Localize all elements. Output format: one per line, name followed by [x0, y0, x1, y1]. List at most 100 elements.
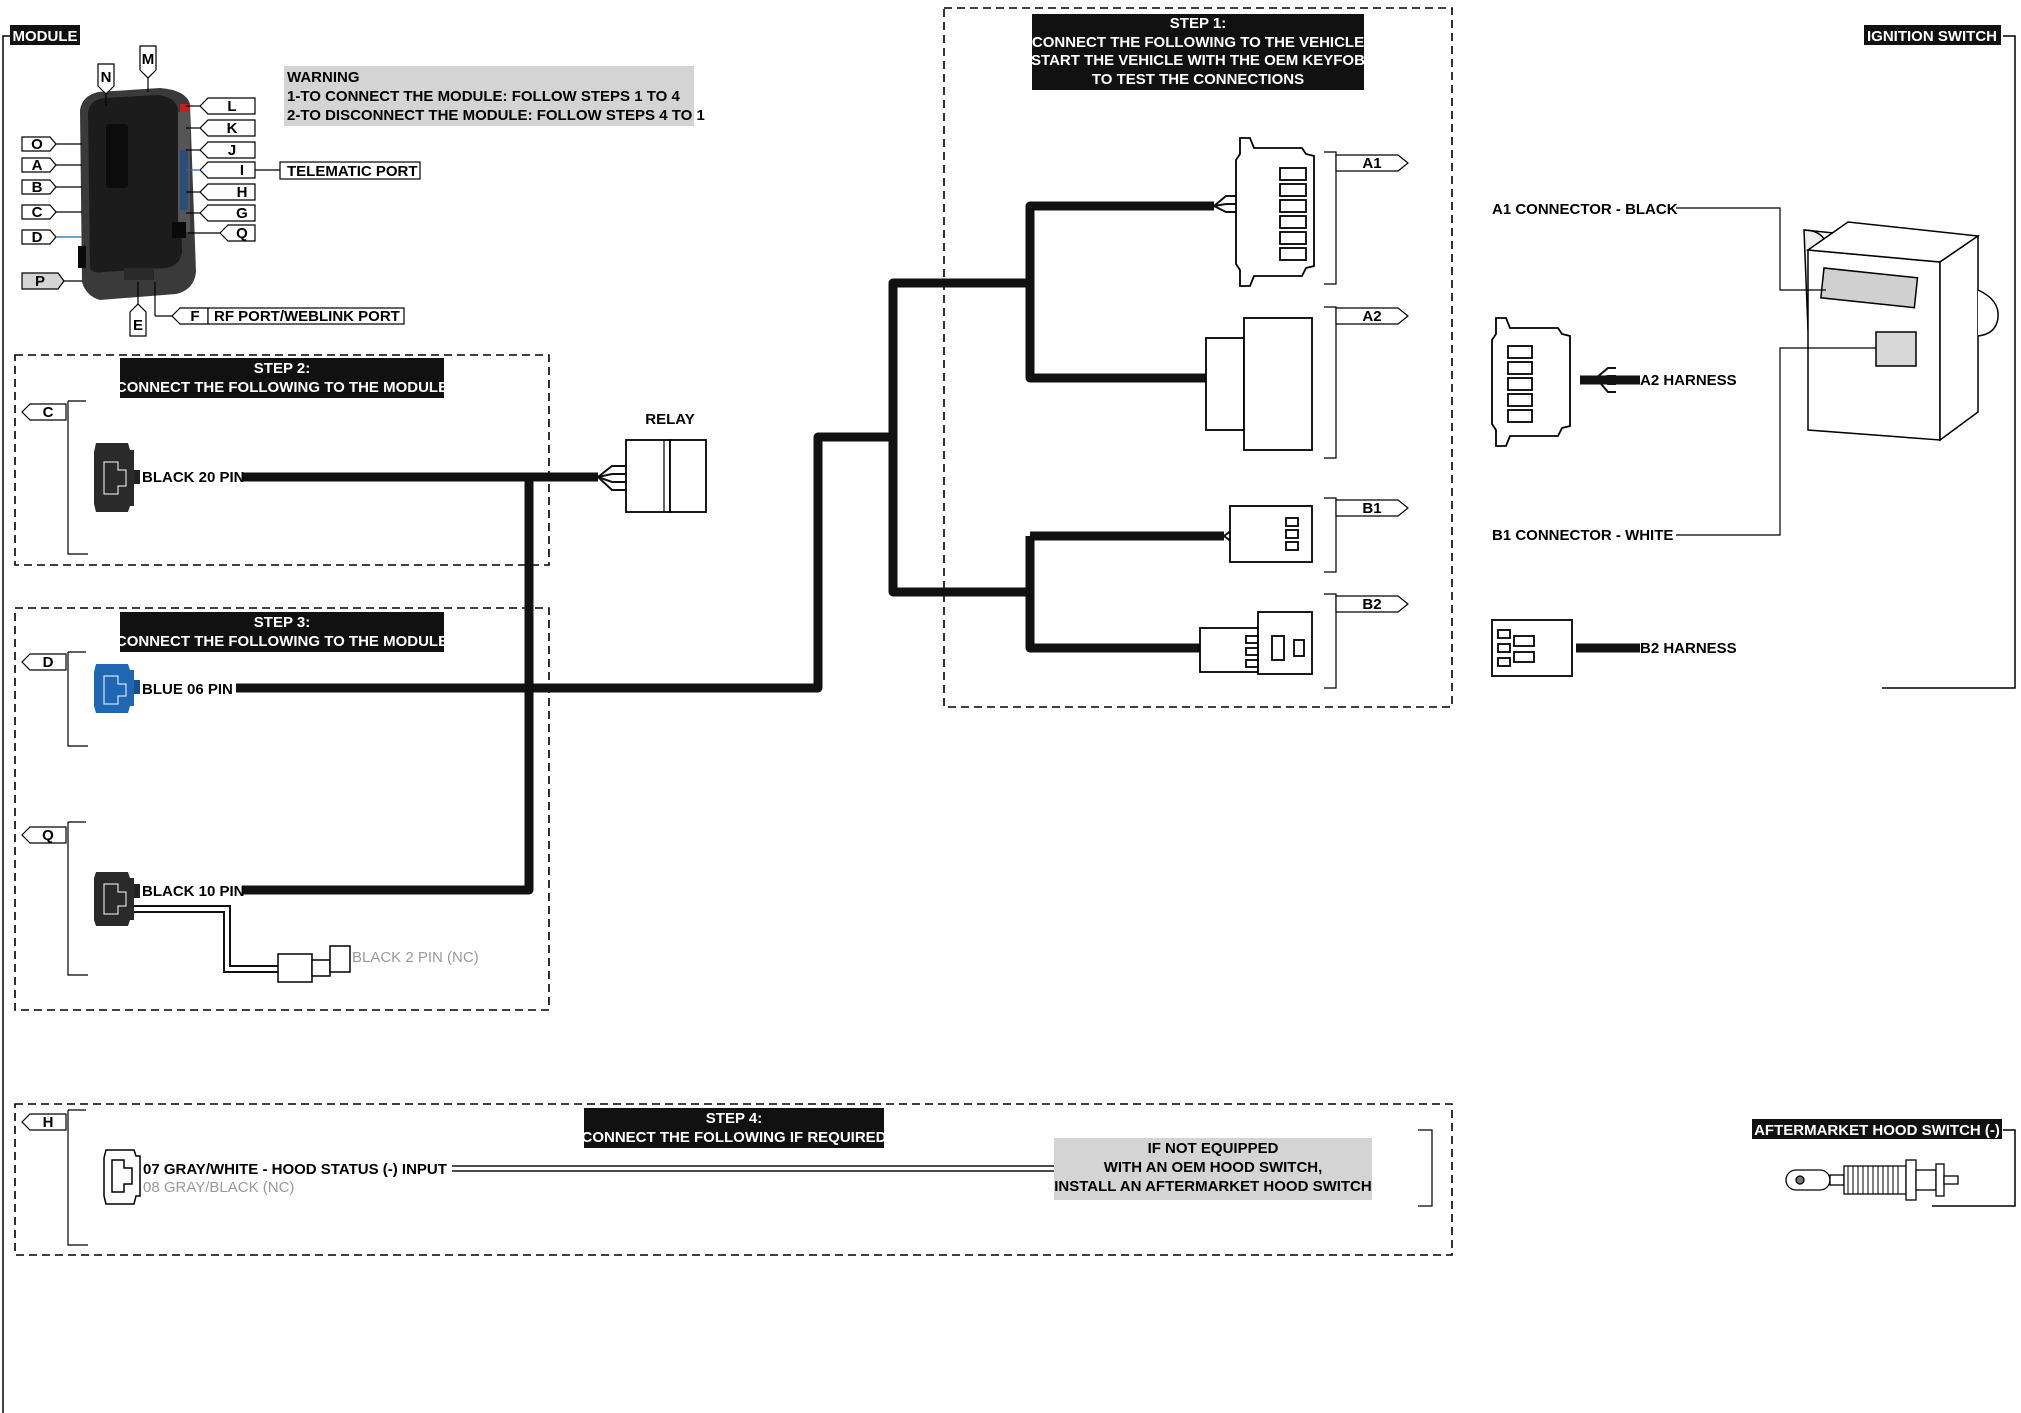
svg-text:MODULE: MODULE — [13, 28, 78, 45]
connector-b1 — [1229, 505, 1313, 563]
port-tag-f: F RF PORT/WEBLINK PORT — [154, 282, 405, 325]
svg-text:STEP 4:: STEP 4: — [706, 1110, 762, 1127]
ignition-connector-b2 — [1491, 619, 1573, 677]
svg-text:TO TEST THE CONNECTIONS: TO TEST THE CONNECTIONS — [1092, 71, 1304, 88]
hood-wire-labels: 07 GRAY/WHITE - HOOD STATUS (-) INPUT 08… — [143, 1161, 447, 1196]
svg-text:CONNECT THE FOLLOWING IF REQUI: CONNECT THE FOLLOWING IF REQUIRED — [582, 1129, 887, 1146]
hood-switch-illustration — [1785, 1159, 1959, 1201]
svg-text:A: A — [32, 157, 43, 174]
svg-text:STEP 3:: STEP 3: — [254, 614, 310, 631]
ignition-connector-a2 — [1491, 317, 1571, 447]
ignition-harness-stubs — [1576, 375, 1640, 653]
port-tag-m: M — [139, 45, 157, 92]
svg-text:H: H — [43, 1114, 54, 1131]
hood-note-bracket — [1418, 1129, 1433, 1207]
svg-text:CONNECT THE FOLLOWING TO THE M: CONNECT THE FOLLOWING TO THE MODULE — [116, 379, 448, 396]
svg-text:P: P — [35, 273, 45, 290]
svg-text:07 GRAY/WHITE - HOOD STATUS (-: 07 GRAY/WHITE - HOOD STATUS (-) INPUT — [143, 1161, 447, 1178]
step-boxes — [14, 7, 1453, 1256]
tag-a2: A2 — [1324, 306, 1409, 459]
hood-connector — [103, 1149, 141, 1205]
svg-text:B1: B1 — [1362, 500, 1381, 517]
tag-c: C — [21, 400, 88, 555]
svg-text:BLUE 06 PIN: BLUE 06 PIN — [142, 681, 233, 698]
hood-wire — [452, 1165, 1054, 1172]
svg-text:A1 CONNECTOR - BLACK: A1 CONNECTOR - BLACK — [1492, 201, 1678, 218]
tag-h: H — [21, 1109, 88, 1246]
svg-text:O: O — [31, 136, 43, 153]
aftermarket-hood-switch-title: AFTERMARKET HOOD SWITCH (-) — [1752, 1119, 2002, 1139]
ignition-switch-title: IGNITION SWITCH — [1864, 25, 2001, 45]
svg-text:F: F — [190, 308, 199, 325]
port-tag-o: O — [21, 136, 82, 153]
svg-text:RELAY: RELAY — [645, 411, 694, 428]
harness-wires — [236, 201, 1224, 895]
step4-box — [14, 1103, 1453, 1256]
ignition-switch-illustration — [1803, 221, 1999, 442]
port-tag-e: E — [129, 282, 147, 337]
tag-q: Q — [21, 821, 88, 976]
svg-text:BLACK 10 PIN: BLACK 10 PIN — [142, 883, 245, 900]
nc-wire — [128, 905, 278, 973]
svg-text:IF NOT EQUIPPED: IF NOT EQUIPPED — [1148, 1140, 1279, 1157]
port-tag-b: B — [21, 179, 82, 196]
svg-text:BLACK 2 PIN (NC): BLACK 2 PIN (NC) — [352, 949, 479, 966]
svg-text:CONNECT THE FOLLOWING TO THE M: CONNECT THE FOLLOWING TO THE MODULE — [116, 633, 448, 650]
ignition-labels: A1 CONNECTOR - BLACK B1 CONNECTOR - WHIT… — [1492, 201, 1737, 657]
black-2-pin-connector: BLACK 2 PIN (NC) — [277, 945, 479, 983]
hood-note-box: IF NOT EQUIPPED WITH AN OEM HOOD SWITCH,… — [1054, 1138, 1372, 1200]
port-tag-n: N — [97, 63, 115, 106]
svg-text:N: N — [101, 69, 112, 86]
relay: RELAY — [625, 411, 707, 513]
svg-text:AFTERMARKET HOOD SWITCH (-): AFTERMARKET HOOD SWITCH (-) — [1754, 1122, 2000, 1139]
module-title: MODULE — [10, 25, 80, 45]
port-tag-k: K — [186, 119, 256, 137]
svg-text:A2: A2 — [1362, 308, 1381, 325]
step3-header: STEP 3: CONNECT THE FOLLOWING TO THE MOD… — [116, 612, 448, 652]
connector-a2 — [1205, 317, 1313, 451]
port-tags: O A B C D P N — [21, 45, 421, 337]
step1-tags: A1 A2 B1 B2 — [1324, 151, 1409, 689]
svg-text:D: D — [32, 229, 43, 246]
svg-text:Q: Q — [42, 827, 54, 844]
page-frame — [2, 35, 2016, 1413]
tag-a1: A1 — [1324, 151, 1409, 285]
svg-text:CONNECT THE FOLLOWING TO THE V: CONNECT THE FOLLOWING TO THE VEHICLE — [1032, 34, 1364, 51]
svg-text:WITH AN OEM HOOD SWITCH,: WITH AN OEM HOOD SWITCH, — [1104, 1159, 1323, 1176]
bracket-tags: C D Q H — [21, 400, 88, 1246]
svg-text:INSTALL AN AFTERMARKET HOOD SW: INSTALL AN AFTERMARKET HOOD SWITCH — [1054, 1178, 1371, 1195]
svg-text:A1: A1 — [1362, 155, 1381, 172]
ignition-leader-lines — [1676, 207, 1876, 536]
thin-wire-fans — [597, 195, 1616, 543]
blue-06-pin-connector: BLUE 06 PIN — [94, 664, 233, 713]
port-tag-g: G — [186, 204, 256, 222]
svg-text:2-TO DISCONNECT THE MODULE: FO: 2-TO DISCONNECT THE MODULE: FOLLOW STEPS… — [287, 107, 705, 124]
svg-text:J: J — [228, 142, 236, 159]
tag-b2: B2 — [1324, 593, 1409, 689]
svg-text:TELEMATIC PORT: TELEMATIC PORT — [287, 163, 418, 180]
port-tag-a: A — [21, 157, 82, 174]
telematic-port-label: TELEMATIC PORT — [255, 161, 421, 180]
black-10-pin-connector: BLACK 10 PIN — [94, 872, 245, 926]
svg-text:START THE VEHICLE WITH THE OEM: START THE VEHICLE WITH THE OEM KEYFOB — [1031, 52, 1365, 69]
svg-text:B: B — [32, 179, 43, 196]
svg-text:08 GRAY/BLACK (NC): 08 GRAY/BLACK (NC) — [143, 1179, 294, 1196]
step3-box — [14, 607, 550, 1011]
svg-text:L: L — [227, 98, 236, 115]
port-tag-j: J — [186, 141, 256, 159]
module-illustration — [78, 88, 196, 300]
tag-b1: B1 — [1324, 497, 1409, 573]
port-tag-d: D — [21, 229, 82, 246]
svg-text:I: I — [240, 162, 244, 179]
svg-text:STEP 2:: STEP 2: — [254, 360, 310, 377]
port-tag-h: H — [186, 183, 256, 201]
svg-text:IGNITION SWITCH: IGNITION SWITCH — [1867, 28, 1997, 45]
svg-text:B2 HARNESS: B2 HARNESS — [1640, 640, 1737, 657]
svg-text:C: C — [32, 204, 43, 221]
step2-header: STEP 2: CONNECT THE FOLLOWING TO THE MOD… — [116, 358, 448, 398]
svg-text:G: G — [236, 205, 248, 222]
port-tag-l: L — [186, 97, 256, 115]
port-tag-i: I — [186, 161, 256, 179]
svg-text:1-TO CONNECT THE MODULE: FOLLO: 1-TO CONNECT THE MODULE: FOLLOW STEPS 1 … — [287, 88, 680, 105]
